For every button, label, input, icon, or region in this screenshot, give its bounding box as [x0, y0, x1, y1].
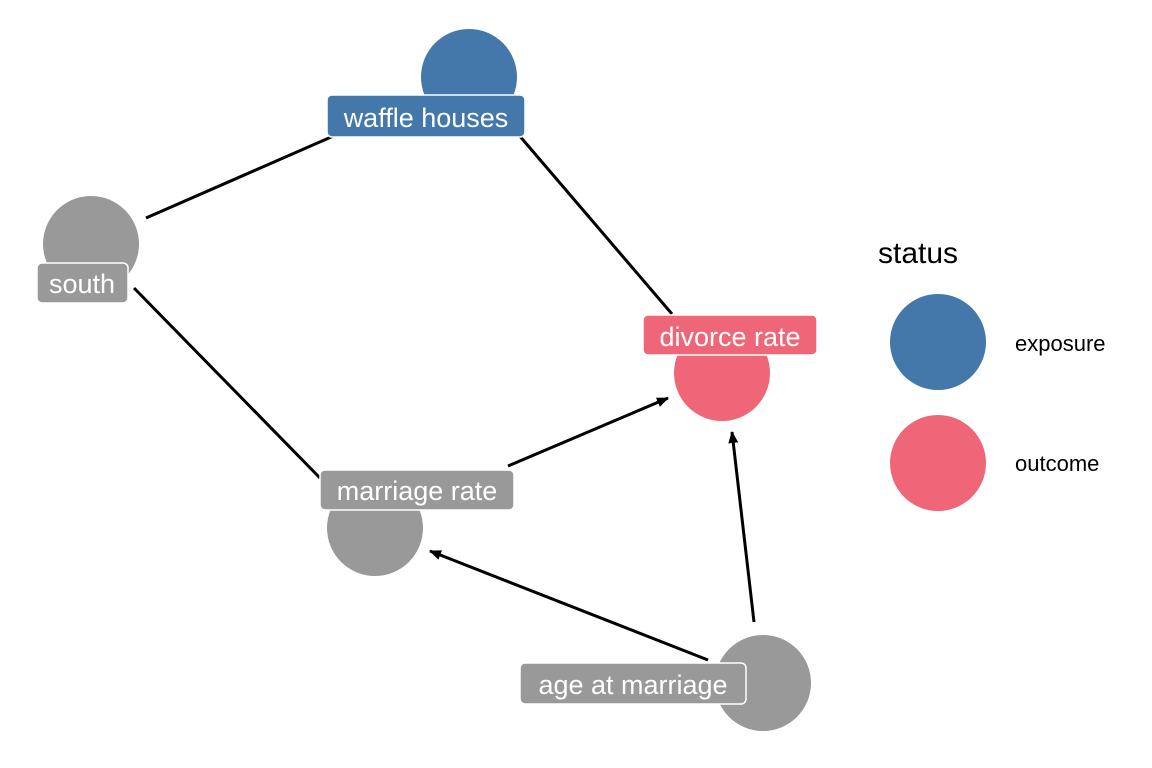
label-text-south: south — [49, 269, 115, 299]
edge-age-marriage — [429, 549, 709, 662]
edge-south-marriage — [132, 286, 322, 480]
label-text-age-at-marriage: age at marriage — [538, 670, 727, 700]
legend-label-exposure: exposure — [1015, 331, 1106, 356]
label-text-waffle-houses: waffle houses — [343, 103, 509, 133]
legend-label-outcome: outcome — [1015, 451, 1099, 476]
edge-south-waffle — [145, 132, 339, 220]
label-marriage-rate: marriage rate — [319, 469, 515, 511]
legend-item-outcome: outcome — [890, 415, 1099, 511]
legend-swatch-exposure — [890, 294, 986, 390]
legend-title: status — [878, 237, 958, 270]
legend-swatch-outcome — [890, 415, 986, 511]
labels-layer: waffle houses south divorce rate marriag… — [36, 94, 818, 705]
label-text-divorce-rate: divorce rate — [659, 322, 800, 352]
label-age-at-marriage: age at marriage — [519, 662, 747, 705]
label-waffle-houses: waffle houses — [326, 94, 526, 138]
edge-marriage-divorce — [507, 396, 669, 468]
edge-age-divorce — [728, 431, 756, 623]
edge-waffle-divorce — [516, 133, 674, 315]
label-text-marriage-rate: marriage rate — [337, 476, 498, 506]
legend: status exposure outcome — [878, 237, 1106, 511]
node-age-at-marriage — [715, 635, 811, 731]
label-south: south — [36, 262, 129, 304]
label-divorce-rate: divorce rate — [642, 314, 818, 356]
edges-layer — [132, 132, 756, 662]
legend-item-exposure: exposure — [890, 294, 1106, 390]
